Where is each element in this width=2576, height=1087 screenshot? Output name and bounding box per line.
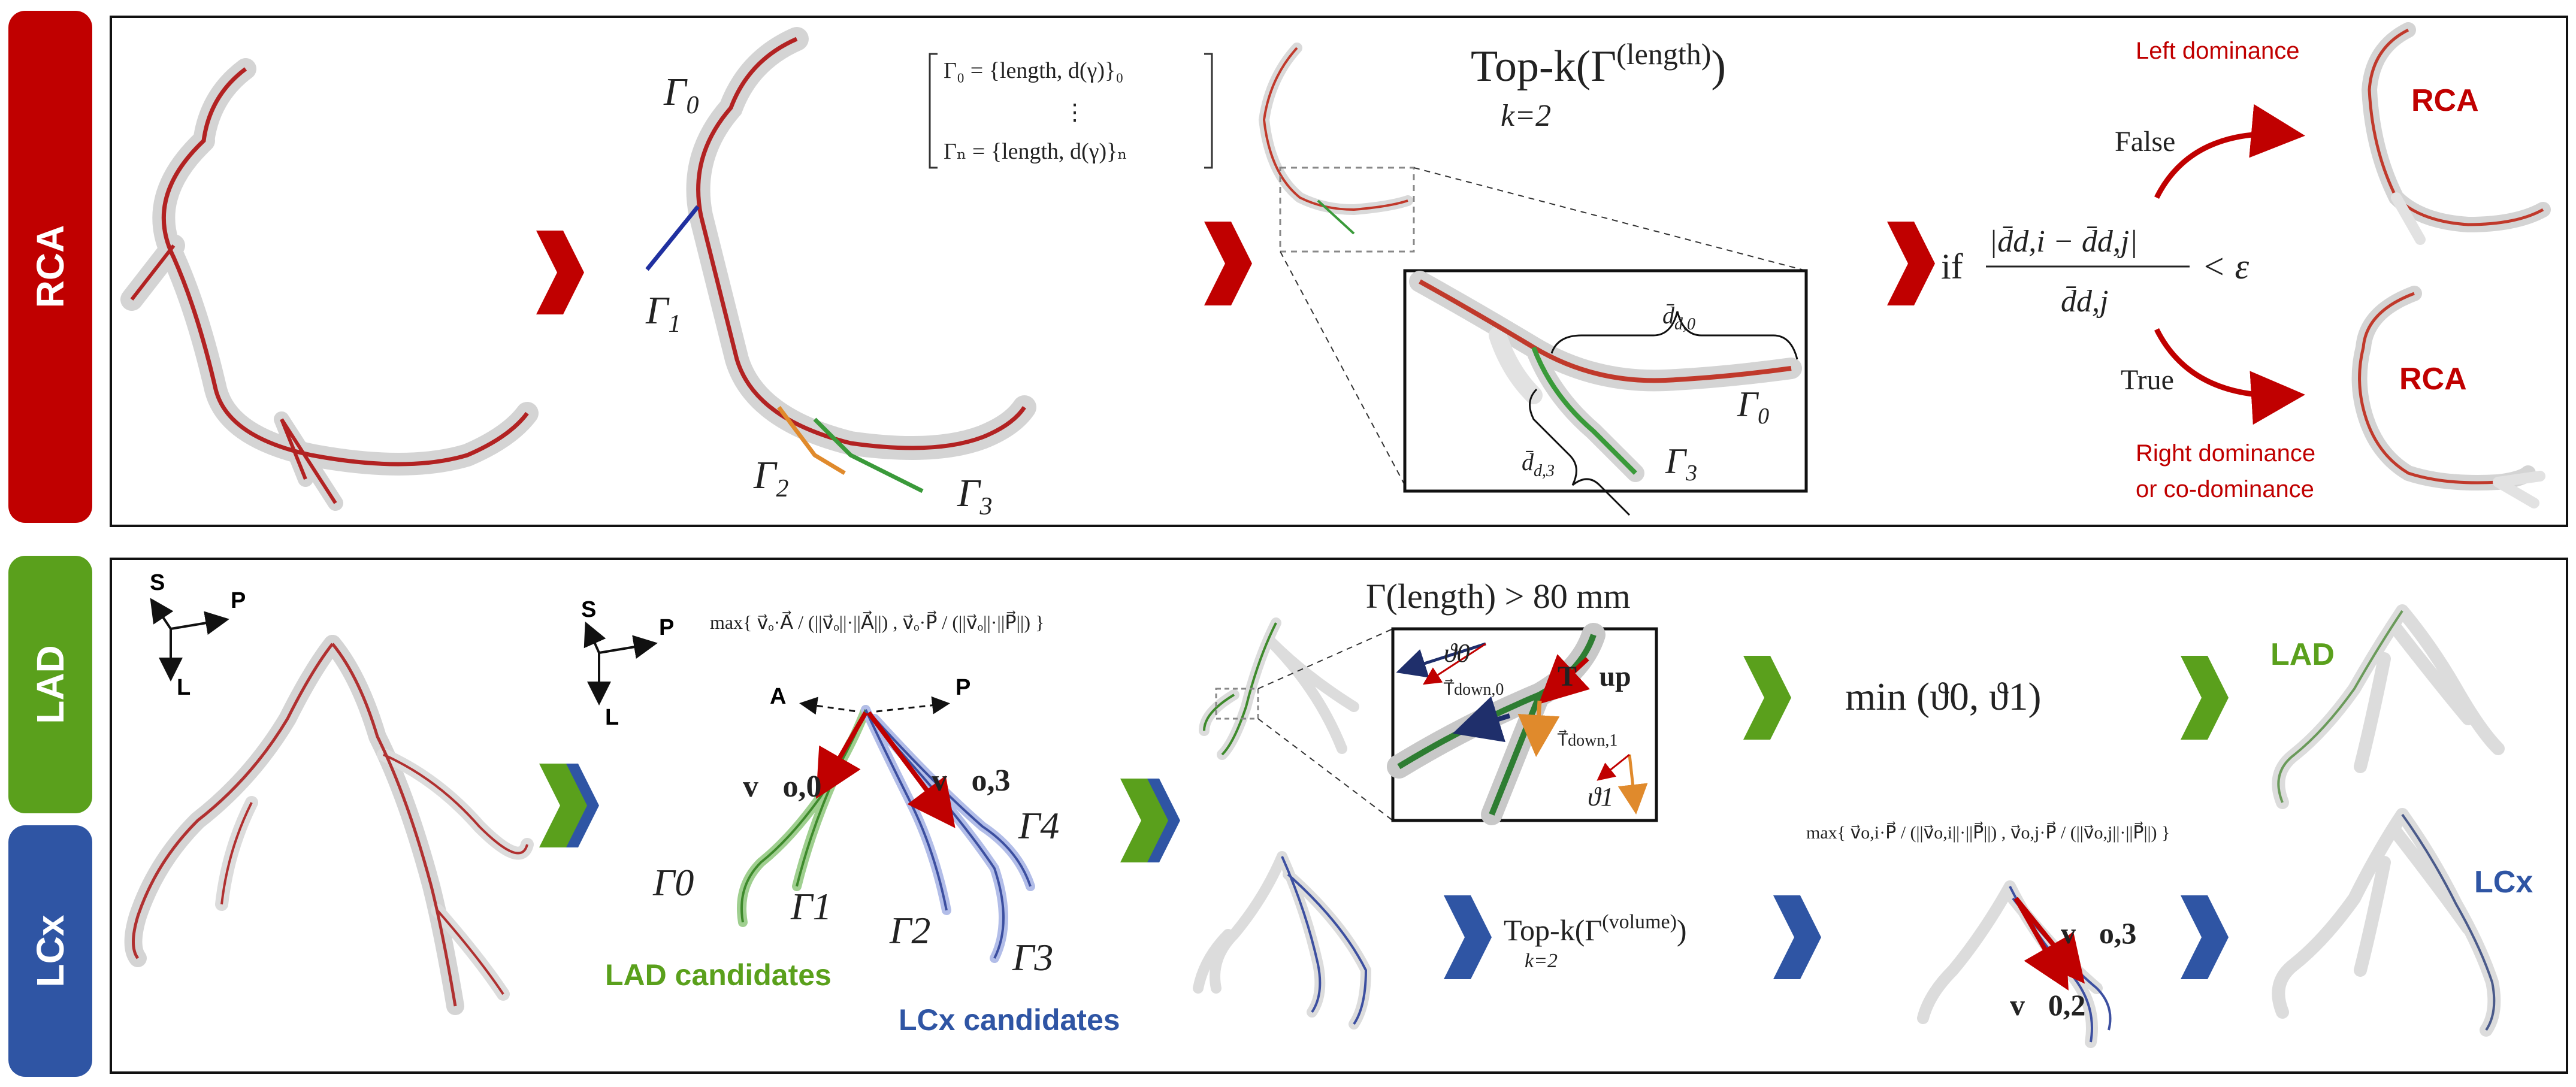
matrix-row-n: Γₙ = {length, d(γ)}ₙ (944, 139, 1127, 164)
chevron-rca-3 (1887, 222, 1935, 305)
vec-o3-b: v⃗o,3 (2061, 916, 2136, 950)
matrix-row-0: Γ₀ = {length, d(γ)}₀ (944, 58, 1123, 83)
chevron-green-2 (2181, 656, 2229, 740)
side-bar-lcx: LCx (8, 825, 92, 1077)
rca-vessel-input (120, 58, 539, 511)
axis-triad-2: S P L (581, 597, 674, 730)
label-right-dominance-2: or co-dominance (2136, 476, 2314, 502)
chevron-blue-3 (2181, 895, 2229, 979)
chevron-green-1 (1743, 656, 1791, 740)
axis-l-1: L (177, 675, 191, 700)
axis-l-2: L (605, 705, 619, 730)
rca-gamma0: Γ0 (663, 70, 699, 119)
side-label-lcx: LCx (29, 915, 72, 987)
inset-gamma0: Γ0 (1737, 384, 1769, 429)
chevron-double-1 (539, 764, 599, 847)
length-threshold: Γ(length) > 80 mm (1366, 577, 1631, 616)
topk-volume-sub: k=2 (1525, 950, 1558, 972)
axis-s-2: S (581, 597, 596, 622)
t-up: T⃗up (1558, 661, 1631, 692)
inset-d3: d̄d,3 (1522, 449, 1555, 480)
theta0: ϑ0 (1444, 638, 1470, 668)
dashed-p-arrow (865, 696, 950, 714)
rca-result-right-dominance (2351, 286, 2545, 508)
max-formula-bottom: max{ v⃗o,i·P⃗ / (||v⃗o,i||·||P⃗||) , v⃗o… (1806, 822, 2170, 843)
side-bar-rca: RCA (8, 11, 92, 523)
vec-o0: v⃗o,0 (743, 770, 821, 804)
rca-gamma1: Γ1 (645, 289, 681, 338)
condition-rhs: < ε (2202, 247, 2249, 286)
condition-denominator: d̄d,j (2061, 284, 2108, 319)
result-lad: LAD (2270, 637, 2335, 672)
rca-gamma3: Γ3 (957, 471, 993, 520)
rca-vessel-zoom-source (1258, 43, 1807, 486)
chevron-rca-2 (1204, 222, 1252, 305)
min-formula: min (ϑ0, ϑ1) (1845, 675, 2042, 719)
vec-o3: v⃗o,3 (932, 764, 1010, 798)
lcx-vector-vessel (1917, 880, 2112, 1048)
lad-candidates: LAD candidates (605, 958, 832, 992)
label-g1: Γ1 (790, 885, 832, 928)
lad-vessel-small (1199, 617, 1393, 821)
inset-gamma3: Γ3 (1665, 441, 1697, 486)
lcx-candidates: LCx candidates (899, 1003, 1120, 1037)
axis-p-1: P (231, 588, 246, 613)
side-label-lad: LAD (29, 645, 72, 724)
rca-topk: Top-k(Γ(length)) (1471, 37, 1726, 91)
t-down0: T⃗down,0 (1443, 679, 1504, 699)
label-g3: Γ3 (1012, 936, 1053, 979)
panel-left (110, 558, 2568, 1074)
t-down1: T⃗down,1 (1557, 729, 1617, 750)
condition-numerator: |d̄d,i − d̄d,j| (1989, 225, 2138, 259)
rca-topk-sub: k=2 (1501, 99, 1551, 133)
lad-result-vessel (2272, 604, 2505, 809)
axis-p-3: P (956, 675, 970, 700)
axis-s-1: S (150, 570, 165, 595)
chevron-rca-1 (536, 231, 584, 314)
inset-d0: d̄d,0 (1662, 302, 1695, 334)
axis-a: A (770, 684, 786, 709)
angle-inset: ϑ0 T⃗down,0 T⃗up T⃗down,1 ϑ1 (1387, 623, 1658, 825)
rca-matrix: Γ₀ = {length, d(γ)}₀ ⋮ Γₙ = {length, d(γ… (929, 53, 1213, 169)
arrow-false (2154, 104, 2305, 199)
label-g0: Γ0 (652, 861, 694, 904)
rca-vessel-branches (645, 27, 1036, 493)
axis-p-2: P (659, 615, 674, 640)
left-vessel-input (124, 635, 534, 1015)
label-true: True (2121, 364, 2174, 396)
side-label-rca: RCA (29, 225, 72, 308)
condition-if: if (1941, 247, 1963, 286)
chevron-blue-1 (1444, 895, 1492, 979)
result-rca-top: RCA (2411, 83, 2479, 118)
vec-02-b: v⃗0,2 (2010, 988, 2085, 1022)
label-false: False (2115, 126, 2175, 158)
rca-gamma2: Γ2 (753, 453, 789, 502)
chevron-double-2 (1120, 779, 1180, 862)
result-rca-bottom: RCA (2399, 362, 2467, 396)
label-g2: Γ2 (889, 909, 930, 952)
chevron-blue-2 (1773, 895, 1821, 979)
label-g4: Γ4 (1018, 804, 1059, 847)
label-left-dominance: Left dominance (2136, 38, 2300, 64)
lcx-vessel-small (1193, 851, 1372, 1030)
matrix-dots: ⋮ (1063, 100, 1086, 125)
label-right-dominance-1: Right dominance (2136, 440, 2315, 467)
axis-triad-1: S P L (150, 570, 246, 700)
lcx-result-vessel (2272, 808, 2501, 1037)
rca-inset: d̄d,0 d̄d,3 Γ0 Γ3 (1403, 269, 1808, 516)
max-formula-top: max{ v⃗ₒ·A⃗ / (||v⃗ₒ||·||A⃗||) , v⃗ₒ·P⃗ … (710, 610, 1044, 633)
result-lcx: LCx (2474, 865, 2533, 900)
dashed-a-arrow (799, 697, 866, 715)
side-bar-lad: LAD (8, 556, 92, 813)
rca-result-left-dominance (2361, 22, 2551, 245)
candidates-vessel (737, 705, 1035, 963)
rca-condition: if |d̄d,i − d̄d,j| d̄d,j < ε (1941, 225, 2249, 319)
panel-rca (110, 16, 2568, 527)
theta1: ϑ1 (1588, 782, 1614, 812)
topk-volume: Top-k(Γ(volume)) (1504, 911, 1687, 947)
arrow-true (2154, 328, 2305, 425)
